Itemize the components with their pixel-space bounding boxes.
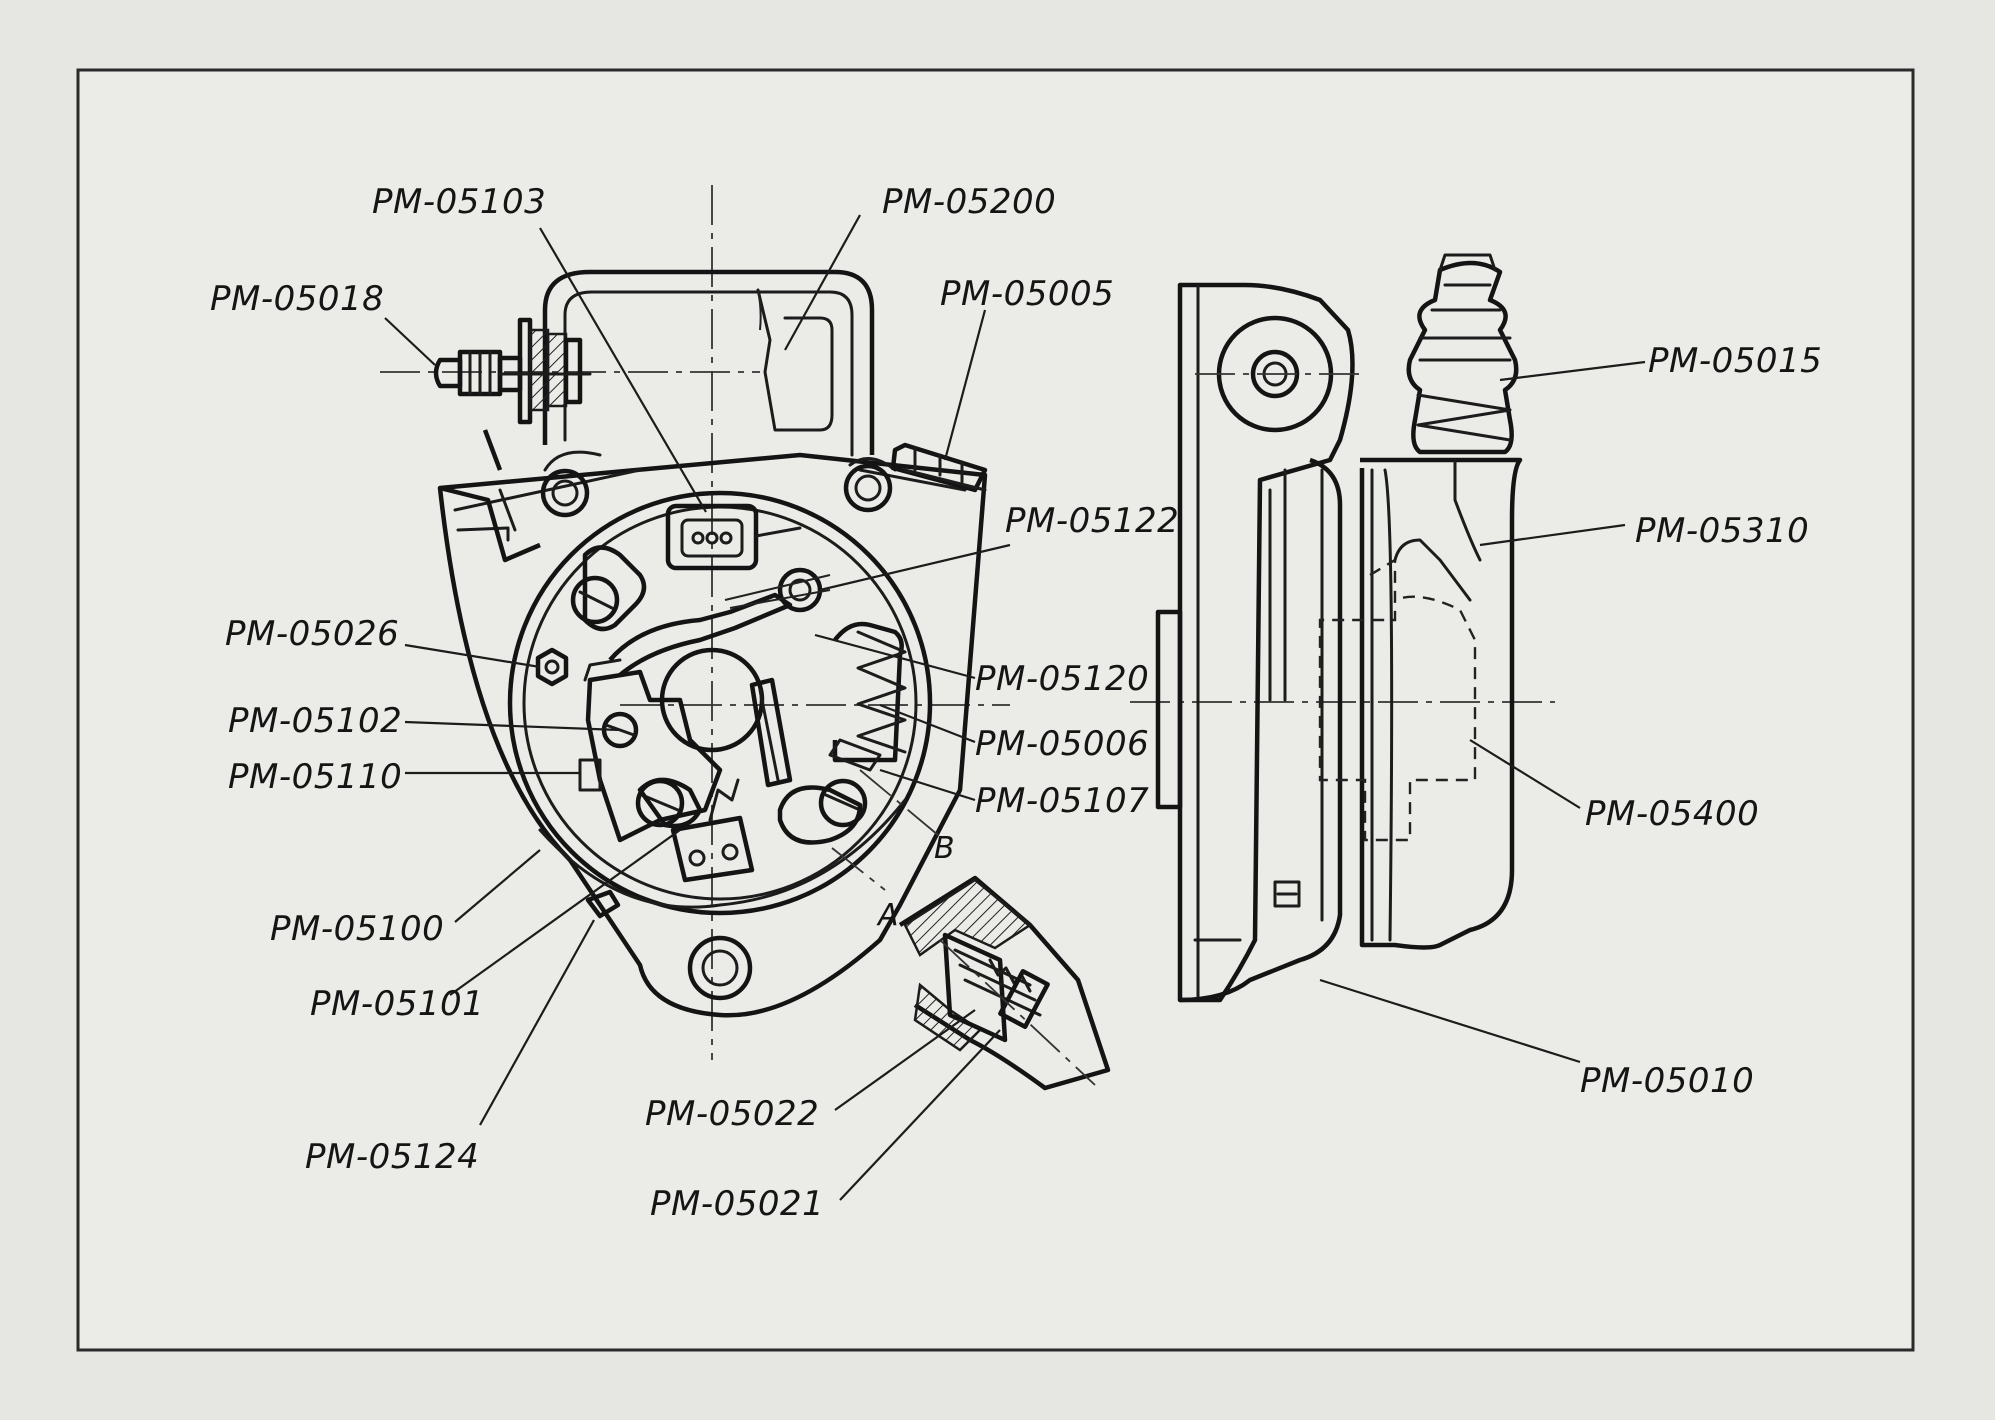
section-detail bbox=[898, 875, 1111, 1091]
grommet bbox=[585, 889, 621, 919]
outer-rim bbox=[507, 490, 933, 916]
small-plate bbox=[1273, 880, 1301, 908]
base-foot bbox=[1179, 457, 1343, 1003]
label-pm-05107: PM-05107 bbox=[975, 781, 1149, 821]
hex-nut bbox=[535, 647, 569, 687]
label-pm-05110: PM-05110 bbox=[228, 757, 402, 797]
label-pm-05006: PM-05006 bbox=[975, 724, 1149, 764]
label-pm-05101: PM-05101 bbox=[310, 984, 484, 1024]
contact-spring bbox=[828, 621, 907, 772]
right-boss bbox=[890, 442, 988, 493]
main-body bbox=[1359, 457, 1523, 950]
terminal-stud bbox=[433, 317, 592, 425]
plate-flange bbox=[1155, 609, 1183, 810]
mounting-plate bbox=[1177, 282, 1355, 1003]
label-pm-05124: PM-05124 bbox=[305, 1137, 479, 1177]
housing-outline bbox=[437, 452, 988, 1018]
section-line-a bbox=[831, 847, 886, 891]
cover-window bbox=[756, 288, 834, 432]
leader-lines bbox=[384, 214, 1646, 1201]
label-pm-05026: PM-05026 bbox=[225, 614, 399, 654]
section-line-b bbox=[859, 769, 939, 836]
label-pm-05102: PM-05102 bbox=[228, 701, 402, 741]
hidden-rotor bbox=[1318, 557, 1477, 842]
label-pm-05400: PM-05400 bbox=[1585, 794, 1759, 834]
cover-top bbox=[542, 269, 875, 455]
side-view bbox=[1130, 253, 1555, 1003]
label-pm-05021: PM-05021 bbox=[650, 1184, 824, 1224]
connector-block bbox=[665, 503, 802, 571]
slotted-screws bbox=[570, 545, 868, 845]
contact-arm bbox=[608, 592, 793, 677]
part-labels: PM-05103 PM-05200 PM-05018 PM-05005 PM-0… bbox=[210, 182, 1822, 1224]
section-mark-a: A bbox=[876, 898, 899, 933]
label-pm-05100: PM-05100 bbox=[270, 909, 444, 949]
label-pm-05015: PM-05015 bbox=[1648, 341, 1822, 381]
rubber-boot bbox=[1406, 253, 1519, 455]
label-pm-05018: PM-05018 bbox=[210, 279, 384, 319]
left-wing bbox=[439, 429, 541, 563]
terminal-clip bbox=[670, 778, 755, 883]
label-pm-05122: PM-05122 bbox=[1005, 501, 1179, 541]
label-pm-05010: PM-05010 bbox=[1580, 1061, 1754, 1101]
label-pm-05200: PM-05200 bbox=[882, 182, 1056, 222]
label-pm-05022: PM-05022 bbox=[645, 1094, 819, 1134]
housing-inner-ledge bbox=[453, 468, 967, 542]
condenser bbox=[749, 677, 793, 788]
label-pm-05103: PM-05103 bbox=[372, 182, 546, 222]
breaker-plate bbox=[585, 669, 723, 843]
section-mark-b: B bbox=[934, 831, 955, 866]
label-pm-05310: PM-05310 bbox=[1635, 511, 1809, 551]
page-frame bbox=[76, 68, 1915, 1352]
front-view bbox=[380, 185, 1010, 1060]
label-pm-05120: PM-05120 bbox=[975, 659, 1149, 699]
label-pm-05005: PM-05005 bbox=[940, 274, 1114, 314]
